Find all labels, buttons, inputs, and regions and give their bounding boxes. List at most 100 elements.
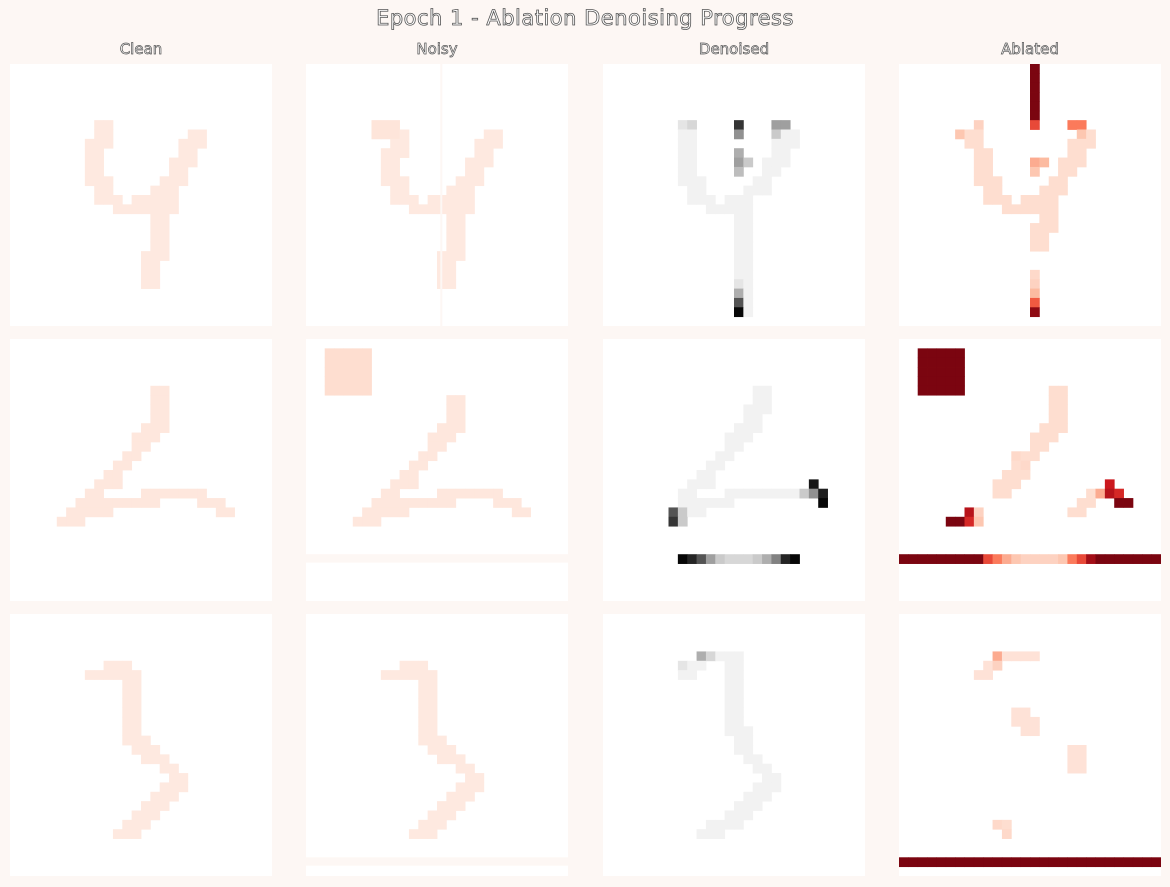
heatmap-cell <box>743 260 754 271</box>
heatmap-cell <box>408 670 419 680</box>
heatmap-cell <box>131 204 142 215</box>
heatmap-cell <box>399 176 410 187</box>
noise-gap-row <box>306 857 568 866</box>
heatmap-cell <box>936 367 947 377</box>
heatmap-cell <box>973 129 984 140</box>
heatmap-cell <box>159 782 170 793</box>
heatmap-cell <box>474 138 485 149</box>
heatmap-cell <box>446 223 457 233</box>
heatmap-cell <box>927 857 937 868</box>
heatmap-cell <box>131 745 142 755</box>
heatmap-cell <box>1048 432 1059 443</box>
heatmap-cell <box>178 148 189 158</box>
heatmap-cell <box>334 357 344 368</box>
heatmap-cell <box>973 157 984 168</box>
heatmap-cell <box>131 679 142 690</box>
heatmap-cell <box>178 773 189 783</box>
heatmap-cell <box>380 488 391 499</box>
heatmap-cell <box>808 479 819 490</box>
heatmap-cell <box>715 829 726 839</box>
heatmap-cell <box>1001 479 1012 490</box>
heatmap-cell <box>973 138 984 149</box>
heatmap-cell <box>734 745 744 755</box>
heatmap-cell <box>677 138 688 149</box>
heatmap-cell <box>1001 470 1012 480</box>
heatmap-cell <box>408 829 419 839</box>
heatmap-cell <box>371 516 382 527</box>
heatmap-cell <box>474 782 485 793</box>
heatmap-cell <box>94 157 104 168</box>
heatmap-cell <box>178 138 189 149</box>
heatmap-cell <box>677 507 688 518</box>
heatmap-cell <box>446 251 457 261</box>
heatmap-cell <box>1151 857 1161 868</box>
heatmap-cell <box>743 204 754 215</box>
heatmap-cell <box>390 195 400 205</box>
heatmap-cell <box>141 819 151 830</box>
heatmap-cell <box>734 213 744 224</box>
heatmap-cell <box>743 810 754 821</box>
heatmap-cell <box>465 791 475 802</box>
heatmap-cell <box>1001 651 1012 662</box>
heatmap-cell <box>150 279 161 289</box>
heatmap-svg <box>371 64 503 326</box>
heatmap-cell <box>159 232 170 243</box>
heatmap-cell <box>1076 745 1087 755</box>
heatmap-cell <box>677 554 688 564</box>
heatmap-cell <box>945 357 956 368</box>
heatmap-cell <box>1076 120 1087 130</box>
heatmap-cell <box>131 498 142 508</box>
heatmap-cell <box>752 395 763 405</box>
heatmap-cell <box>696 479 707 490</box>
heatmap-cell <box>927 348 937 359</box>
heatmap-cell <box>169 488 179 499</box>
heatmap-cell <box>150 241 161 252</box>
heatmap-cell <box>94 138 104 149</box>
heatmap-cell <box>94 129 104 140</box>
heatmap-cell <box>1048 185 1059 196</box>
heatmap-cell <box>427 810 438 821</box>
heatmap-cell <box>687 488 697 499</box>
heatmap-cell <box>687 157 697 168</box>
heatmap-cell <box>734 679 744 690</box>
heatmap-cell <box>122 679 133 690</box>
heatmap-cell <box>762 157 772 168</box>
heatmap-cell <box>927 357 937 368</box>
heatmap-cell <box>752 754 763 765</box>
heatmap-cell <box>696 660 707 671</box>
heatmap-cell <box>1048 204 1059 215</box>
heatmap-cell <box>1104 554 1115 564</box>
heatmap-cell <box>150 423 161 433</box>
heatmap-cell <box>103 138 114 149</box>
heatmap-cell <box>352 367 363 377</box>
heatmap-cell <box>455 204 466 215</box>
heatmap-svg <box>899 651 1161 868</box>
heatmap-cell <box>1067 754 1078 765</box>
heatmap-cell <box>159 185 170 196</box>
heatmap-cell <box>159 404 170 415</box>
heatmap-cell <box>743 241 754 252</box>
heatmap-cell <box>141 269 151 280</box>
heatmap-cell <box>1058 404 1068 415</box>
heatmap-cell <box>983 195 993 205</box>
heatmap-cell <box>150 185 161 196</box>
heatmap-cell <box>399 670 410 680</box>
heatmap-cell <box>84 157 95 168</box>
heatmap-cell <box>1142 554 1153 564</box>
heatmap-cell <box>1039 423 1050 433</box>
heatmap-cell <box>150 269 161 280</box>
heatmap-cell <box>159 791 170 802</box>
heatmap-cell <box>945 554 956 564</box>
heatmap-cell <box>131 707 142 718</box>
heatmap-cell <box>324 385 335 396</box>
heatmap-cell <box>743 157 754 168</box>
heatmap-cell <box>715 451 726 462</box>
heatmap-cell <box>131 441 142 452</box>
heatmap-cell <box>743 432 754 443</box>
heatmap-cell <box>752 791 763 802</box>
heatmap-cell <box>973 554 984 564</box>
heatmap-cell <box>446 269 457 280</box>
heatmap-cell <box>455 232 466 243</box>
heatmap-cell <box>762 176 772 187</box>
heatmap-cell <box>917 357 928 368</box>
